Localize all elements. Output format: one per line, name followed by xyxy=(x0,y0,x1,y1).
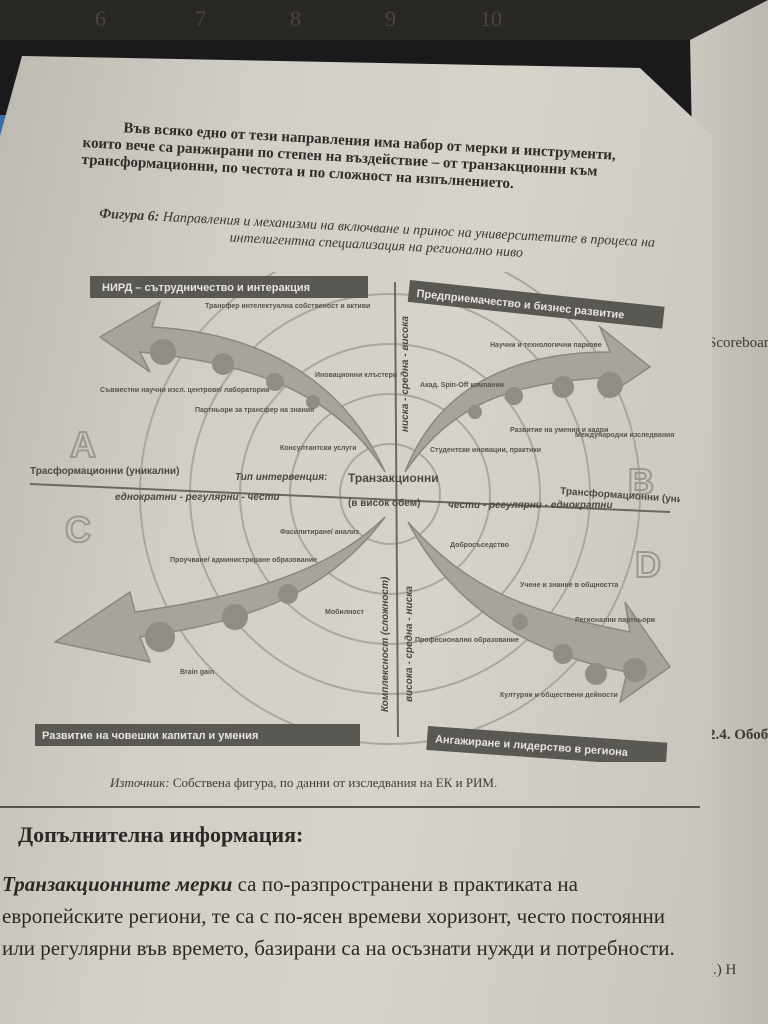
letter-c: C xyxy=(65,509,91,550)
vertical-top-label: ниска - средна - висока xyxy=(400,316,411,432)
ruler: 6 7 8 9 10 xyxy=(0,0,768,40)
horizontal-axis xyxy=(30,483,671,513)
freq-left-label: еднократни - регулярни - чести xyxy=(115,492,280,503)
axis-type-label: Тип интервенция: xyxy=(235,472,327,483)
vertical-title: Комплексност (сложност) xyxy=(380,576,391,712)
body-text: са по-разпространени в практиката на евр… xyxy=(2,872,675,960)
quadrant-title-nw: НИРД – сътрудничество и интеракция xyxy=(102,282,310,294)
mechanism-label: Проучване/ администриране образование xyxy=(170,556,317,564)
ruler-number: 8 xyxy=(290,6,301,31)
freq-right-label: чести - регулярни - еднократни xyxy=(448,500,613,511)
axis-center-label: Транзакционни xyxy=(348,471,439,485)
letter-a: A xyxy=(70,424,96,465)
body-paragraph: Транзакционните мерки са по-разпростране… xyxy=(2,868,702,964)
arrow-sw xyxy=(53,516,386,664)
mechanism-label: Културни и обществени дейности xyxy=(500,691,618,699)
arrow-balls xyxy=(145,339,647,685)
arrow-se xyxy=(407,521,672,704)
mechanism-labels: Трансфер интелектуална собственост и акт… xyxy=(100,302,674,699)
body-bold-term: Транзакционните мерки xyxy=(2,872,233,896)
source-text: Собствена фигура, по данни от изследвани… xyxy=(172,775,498,790)
book-page xyxy=(0,56,712,1024)
concentric-circles xyxy=(139,272,641,745)
divider xyxy=(0,806,700,808)
mechanism-label: Трансфер интелектуална собственост и акт… xyxy=(205,302,370,310)
figure-source: Източник: Собствена фигура, по данни от … xyxy=(110,775,497,791)
mechanism-label: Студентски иновации, практики xyxy=(430,447,541,454)
figure-label: Фигура 6: xyxy=(98,206,160,225)
right-page-heading: 2.4. Обоб xyxy=(708,727,768,743)
additional-info-heading: Допълнителна информация: xyxy=(18,822,304,847)
mechanism-label: Партньори за трансфер на знания xyxy=(195,407,314,414)
mechanism-label: Brain gain xyxy=(180,669,214,676)
ruler-number: 9 xyxy=(385,6,396,31)
mechanism-label: Професионално образование xyxy=(415,636,519,644)
letter-b: B xyxy=(628,461,654,502)
right-page-text: (.) Н xyxy=(708,962,737,978)
mechanism-label: Добросъседство xyxy=(450,541,509,549)
figure-diagram: НИРД – сътрудничество и интеракция Предп… xyxy=(30,272,680,762)
mechanism-label: Съвместни научни изсл. центрове/ лаборат… xyxy=(100,386,270,394)
right-page-text: Scoreboard xyxy=(708,335,768,351)
axis-left-label: Трасформационни (уникални) xyxy=(30,465,179,477)
mechanism-label: Международни изследвания xyxy=(575,432,674,439)
mechanism-label: Фасилитиране/ анализ xyxy=(280,529,359,536)
mechanism-label: Акад. Spin-Off компании xyxy=(420,382,504,389)
mechanism-label: Развитие на умения и кадри xyxy=(510,427,608,434)
quadrant-title-sw: Развитие на човешки капитал и умения xyxy=(42,730,258,742)
source-label: Източник: xyxy=(110,775,170,790)
ruler-number: 10 xyxy=(480,6,502,31)
letter-d: D xyxy=(635,544,661,585)
mechanism-label: Консултантски услуги xyxy=(280,445,357,452)
axis-center-sub: (в висок обем) xyxy=(348,497,420,509)
ruler-number: 6 xyxy=(95,6,106,31)
ruler-number: 7 xyxy=(195,6,206,31)
vertical-axis xyxy=(394,281,399,738)
vertical-bottom-label: висока - средна - ниска xyxy=(404,586,415,702)
mechanism-label: Иновационни клъстери xyxy=(315,372,397,379)
mechanism-label: Регионални партньори xyxy=(575,617,655,624)
mechanism-label: Мобилност xyxy=(325,608,364,616)
mechanism-label: Учене и знание в общността xyxy=(520,581,619,589)
mechanism-label: Научни и технологични паркове xyxy=(490,342,602,349)
